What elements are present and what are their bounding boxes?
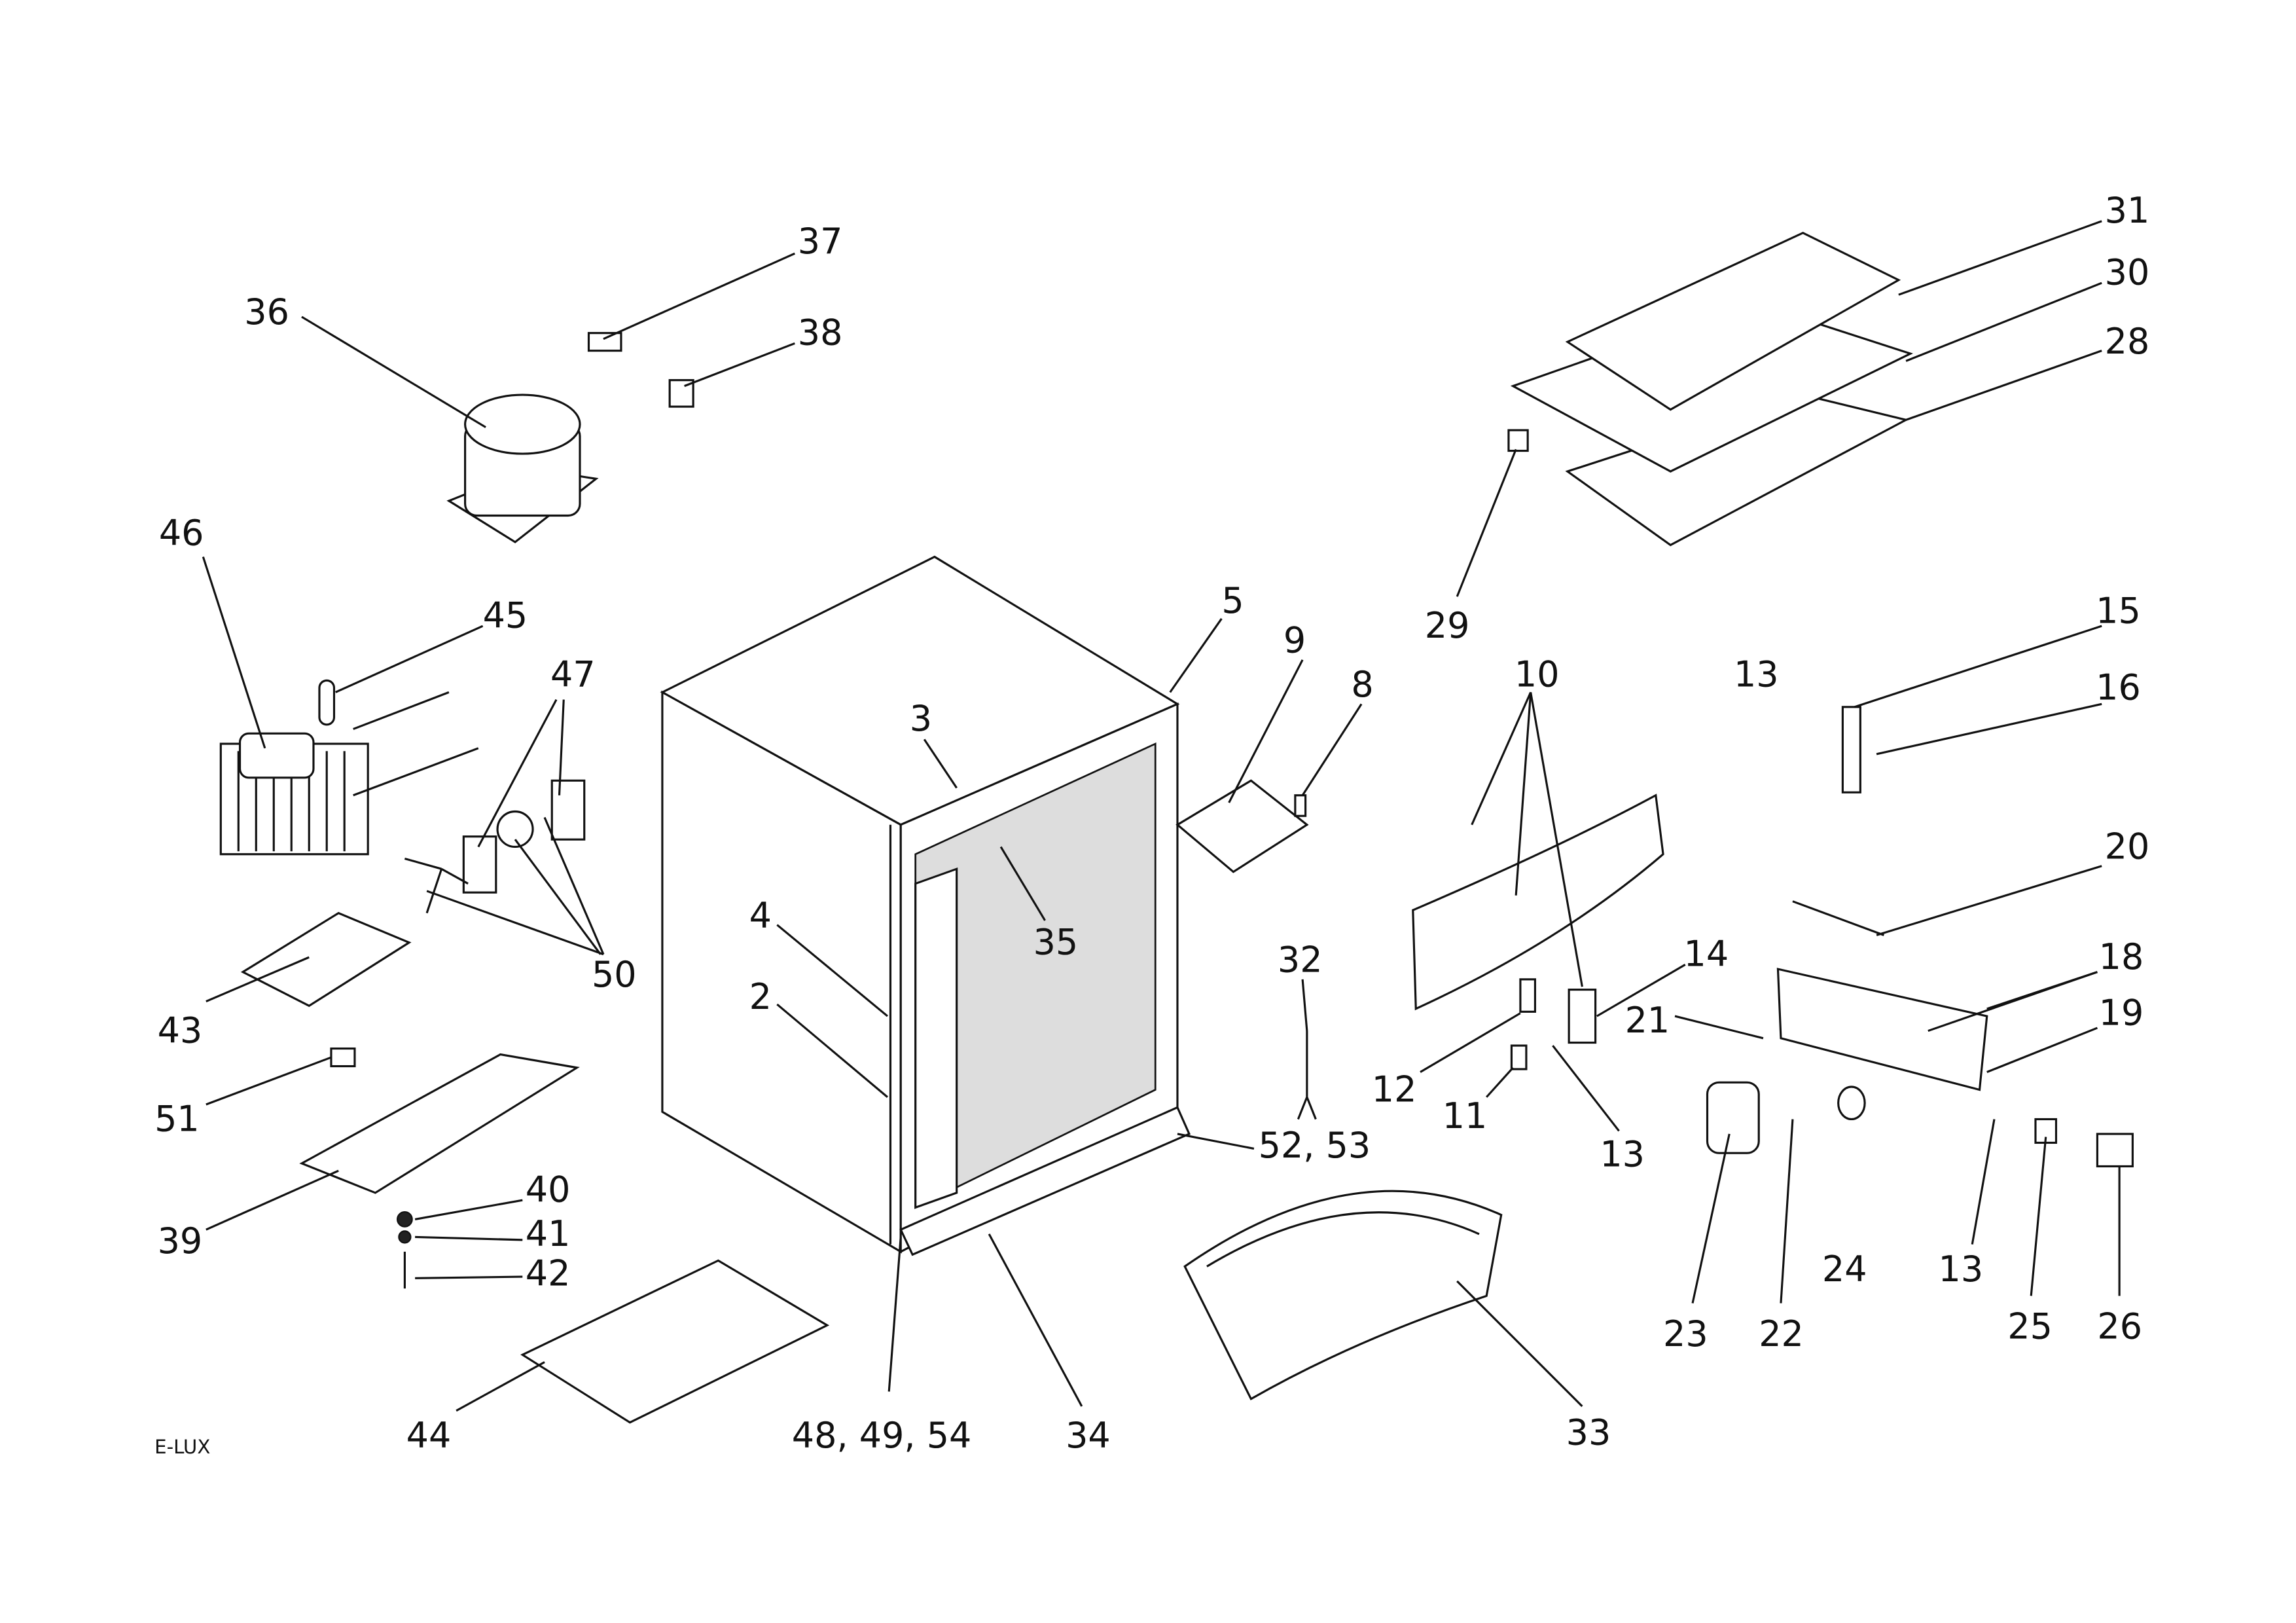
label-46: 46 xyxy=(159,512,204,553)
part-24 xyxy=(1837,1085,1866,1121)
part-8 xyxy=(1294,794,1307,817)
label-8: 8 xyxy=(1351,664,1373,705)
label-50: 50 xyxy=(592,954,637,995)
label-45: 45 xyxy=(483,594,528,636)
part-40 xyxy=(397,1211,413,1228)
part-20 xyxy=(1792,900,1884,936)
door-panel xyxy=(1412,793,1664,1011)
part-32 xyxy=(1297,1030,1317,1120)
leader-lines xyxy=(202,220,2121,1412)
label-5: 5 xyxy=(1221,580,1244,621)
label-48-49-54: 48, 49, 54 xyxy=(792,1415,972,1456)
label-24: 24 xyxy=(1822,1249,1867,1290)
label-15: 15 xyxy=(2096,591,2141,632)
part-12 xyxy=(1519,978,1536,1013)
label-20: 20 xyxy=(2105,826,2150,867)
part-15 xyxy=(1841,706,1861,793)
part-14 xyxy=(1568,989,1597,1044)
label-47: 47 xyxy=(550,653,596,695)
shelves xyxy=(1510,232,1914,547)
label-9: 9 xyxy=(1283,620,1306,661)
label-30: 30 xyxy=(2105,251,2150,293)
part-41 xyxy=(398,1230,412,1244)
label-36: 36 xyxy=(244,291,289,333)
label-38: 38 xyxy=(798,312,843,354)
label-44: 44 xyxy=(406,1415,452,1456)
label-29: 29 xyxy=(1425,605,1470,646)
label-52-53: 52, 53 xyxy=(1259,1125,1371,1166)
label-2: 2 xyxy=(749,976,772,1017)
part-37 xyxy=(587,332,622,352)
label-42: 42 xyxy=(526,1253,571,1294)
part-23 xyxy=(1706,1081,1760,1154)
part-44 xyxy=(520,1259,830,1424)
label-23: 23 xyxy=(1663,1313,1708,1355)
cabinet xyxy=(660,555,1191,1256)
part-39 xyxy=(299,1053,580,1194)
drawer-box xyxy=(1183,1190,1503,1400)
label-32: 32 xyxy=(1278,939,1323,981)
label-18: 18 xyxy=(2099,936,2144,977)
label-41: 41 xyxy=(526,1213,571,1254)
label-31: 31 xyxy=(2105,190,2150,231)
brand-mark: E-LUX xyxy=(154,1436,210,1458)
label-13: 13 xyxy=(1734,653,1779,695)
part-43 xyxy=(240,911,412,1008)
label-14: 14 xyxy=(1684,934,1729,975)
label-19: 19 xyxy=(2099,993,2144,1034)
label-40: 40 xyxy=(526,1169,571,1210)
label-12: 12 xyxy=(1372,1068,1417,1110)
control-panel xyxy=(1776,968,1988,1091)
condenser xyxy=(219,691,479,856)
label-43: 43 xyxy=(158,1010,203,1051)
label-11: 11 xyxy=(1443,1095,1488,1137)
label-28: 28 xyxy=(2105,321,2150,362)
label-4: 4 xyxy=(749,895,772,936)
compressor xyxy=(446,393,599,543)
label-10: 10 xyxy=(1515,653,1560,695)
label-25: 25 xyxy=(2007,1306,2053,1347)
label-37: 37 xyxy=(798,221,843,262)
label-3: 3 xyxy=(910,698,932,739)
label-39: 39 xyxy=(158,1220,203,1262)
label-21: 21 xyxy=(1625,1000,1670,1041)
label-26: 26 xyxy=(2097,1306,2142,1347)
fan-assembly xyxy=(404,779,586,914)
part-11 xyxy=(1510,1044,1528,1070)
label-16: 16 xyxy=(2096,667,2141,708)
ice-tray xyxy=(1175,779,1309,873)
label-34: 34 xyxy=(1066,1415,1111,1456)
part-29 xyxy=(1507,429,1529,452)
part-51 xyxy=(330,1047,356,1068)
label-13: 13 xyxy=(1600,1133,1645,1175)
part-45 xyxy=(318,679,336,726)
part-labels: 37 36 38 46 45 47 5 9 8 3 35 4 2 50 43 5… xyxy=(154,190,2149,1458)
label-33: 33 xyxy=(1566,1412,1611,1453)
label-13: 13 xyxy=(1939,1249,1984,1290)
label-35: 35 xyxy=(1033,922,1079,963)
label-22: 22 xyxy=(1759,1313,1804,1355)
part-26 xyxy=(2096,1133,2134,1168)
label-51: 51 xyxy=(154,1098,200,1139)
